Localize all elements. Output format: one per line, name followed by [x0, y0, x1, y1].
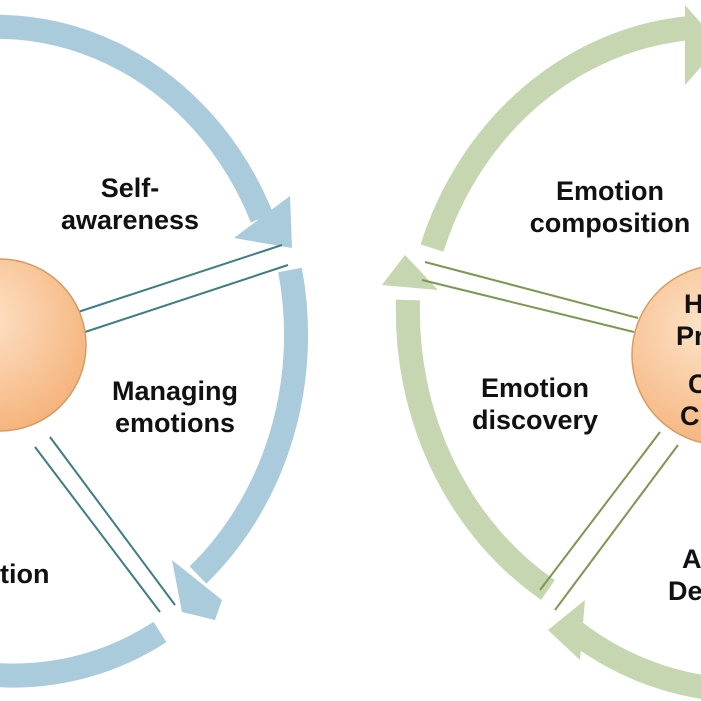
- right-arrowhead-left: [382, 255, 438, 290]
- right-cycle-arrow-top: [420, 16, 692, 252]
- left-cycle-arrow-top: [0, 14, 274, 223]
- left-arrowhead-top: [234, 196, 292, 248]
- label-line: Emotion: [556, 176, 664, 206]
- label-line: emotions: [114, 408, 235, 438]
- left-cycle-arrow-right: [189, 267, 308, 584]
- right-arrowhead-top: [685, 5, 701, 85]
- left-arrowhead-right: [172, 560, 222, 620]
- left-hub-circle: [0, 258, 87, 432]
- label-emotion-discovery: Emotion discovery: [455, 372, 615, 436]
- right-connector-line: [554, 444, 679, 611]
- right-hub-text: H Pr C C: [676, 288, 701, 432]
- left-connector-line: [74, 244, 283, 314]
- right-cycle-arrow-bottom: [562, 618, 701, 699]
- label-emotion-composition: Emotion composition: [520, 175, 700, 239]
- hub-line: C: [688, 369, 701, 399]
- label-line: discovery: [471, 405, 599, 435]
- right-cycle: [382, 5, 701, 699]
- left-connector-line: [81, 264, 289, 334]
- right-connector-line: [539, 431, 661, 591]
- label-line: Emotion: [481, 373, 589, 403]
- left-connector-line: [49, 436, 176, 606]
- left-cycle: [0, 14, 308, 688]
- label-partial-left: tion: [0, 559, 50, 589]
- left-cycle-arrow-bottom: [0, 621, 167, 688]
- left-connector-line: [34, 446, 161, 613]
- label-line: Managing: [112, 376, 238, 406]
- label-line: composition: [529, 208, 691, 238]
- label-line: awareness: [60, 205, 200, 235]
- right-cycle-arrow-left: [395, 299, 555, 600]
- label-line: Self-: [100, 173, 160, 203]
- label-line: A: [682, 544, 701, 574]
- hub-line: H: [684, 289, 701, 319]
- label-self-awareness: Self- awareness: [50, 172, 210, 236]
- right-connector-line: [424, 261, 639, 319]
- hub-line: C: [680, 401, 700, 431]
- label-line: De: [668, 576, 701, 606]
- right-arrowhead-bottom: [548, 600, 585, 660]
- label-managing-emotions: Managing emotions: [95, 375, 255, 439]
- hub-line: Pr: [676, 321, 701, 351]
- right-connector-line: [421, 279, 635, 333]
- right-hub-circle: [631, 266, 701, 444]
- right-bottom-label: A De: [668, 543, 701, 607]
